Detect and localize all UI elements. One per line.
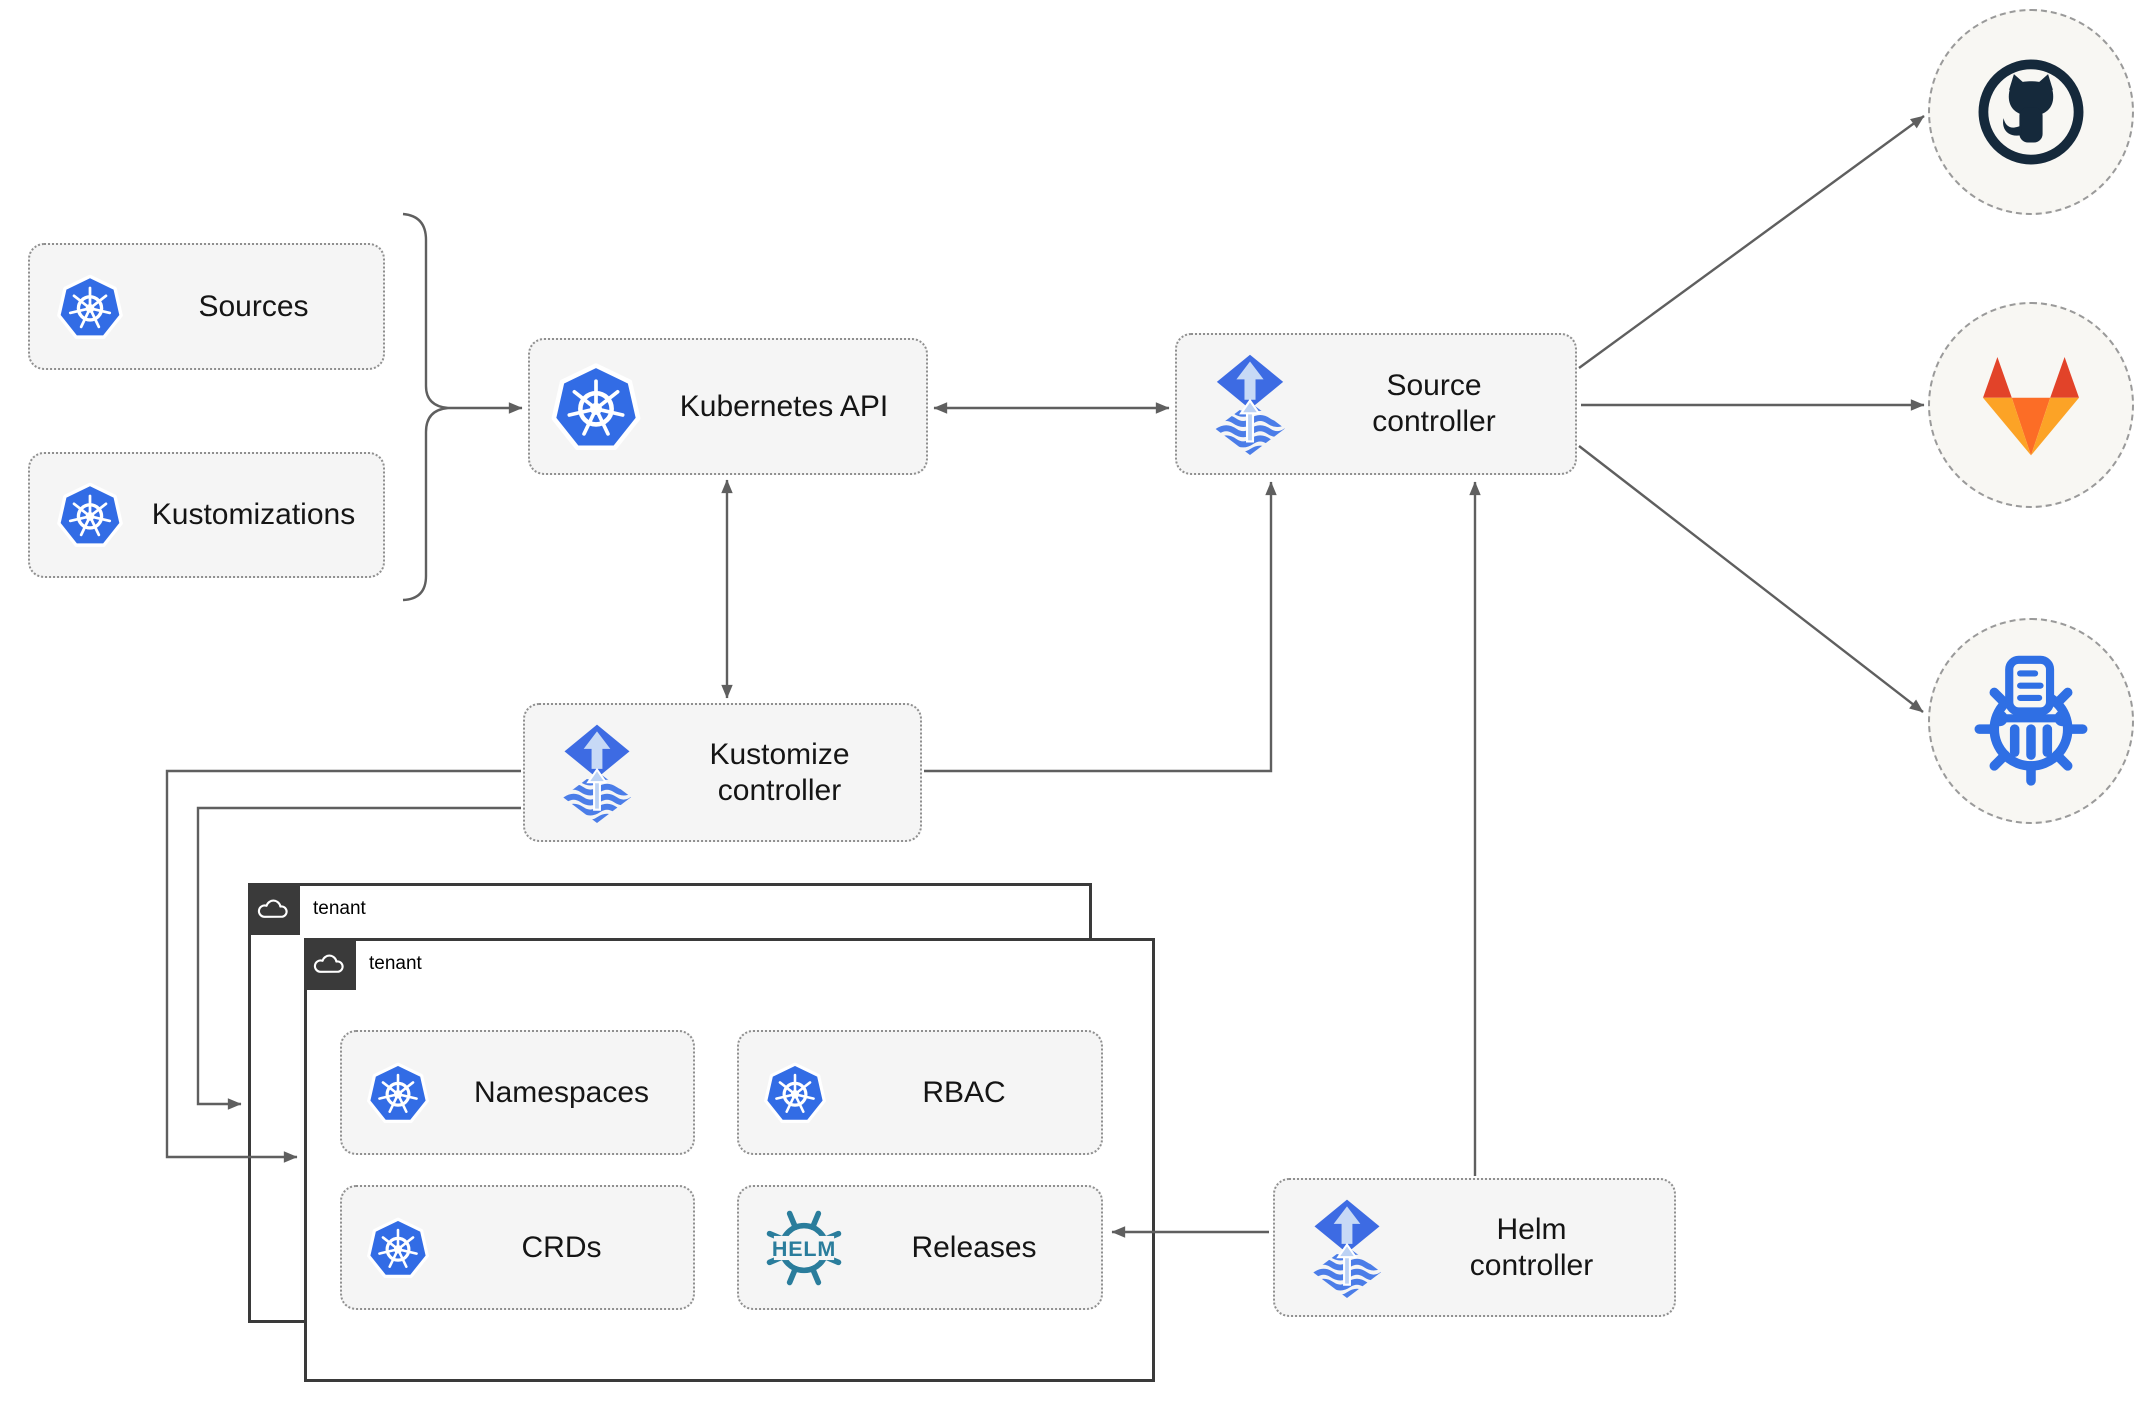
edge-source-to-chart-repository [1578,445,1924,713]
helm-logo-icon: HELM [761,1205,847,1291]
flux-logo-icon [1305,1198,1389,1298]
node-label: Helm controller [1469,1212,1594,1282]
tenant-label: tenant [369,953,422,974]
flux-logo-icon [555,723,639,823]
chart-repository-icon [1974,655,2088,786]
edge-kustomize-to-tenant-back [196,806,521,1110]
node-label: Sources [198,289,309,323]
node-label: Kubernetes API [679,389,889,423]
edge-kustomize-to-tenant-front [165,769,521,1163]
node-label: Kustomizations [151,498,356,531]
flux-logo-icon [1207,353,1293,455]
node-releases[interactable]: HELM Releases [737,1185,1103,1310]
gitlab-endpoint[interactable] [1928,302,2134,508]
node-label: Namespaces [473,1075,650,1109]
kubernetes-logo-icon [763,1061,827,1125]
cloud-icon [313,954,344,973]
tenant-label: tenant [313,898,366,919]
cloud-icon [257,899,288,918]
node-kubernetes-api[interactable]: Kubernetes API [528,338,928,475]
node-crds[interactable]: CRDs [340,1185,695,1310]
edge-source-to-github [1578,115,1925,369]
node-kustomizations[interactable]: Kustomizations [28,452,385,578]
node-helm-controller[interactable]: Helm controller [1273,1178,1676,1317]
gitlab-icon [1983,357,2079,456]
helm-wordmark: HELM [772,1237,836,1261]
kubernetes-logo-icon [366,1061,430,1125]
tenant-tag [248,883,300,935]
kubernetes-logo-icon [366,1216,430,1280]
node-namespaces[interactable]: Namespaces [340,1030,695,1155]
node-label: Kustomize controller [709,737,850,807]
chart-repository-endpoint[interactable] [1928,618,2134,824]
node-kustomize-controller[interactable]: Kustomize controller [523,703,922,842]
edge-kustomize-to-source-controller [924,481,1277,773]
node-label: Source controller [1372,369,1496,438]
node-label: Releases [911,1230,1037,1264]
node-rbac[interactable]: RBAC [737,1030,1103,1155]
github-endpoint[interactable] [1928,9,2134,215]
github-icon [1978,59,2084,165]
grouping-brace [402,212,449,602]
tenant-tag [304,938,356,990]
node-source-controller[interactable]: Source controller [1175,333,1577,475]
node-label: RBAC [922,1075,1006,1109]
node-sources[interactable]: Sources [28,243,385,370]
kubernetes-logo-icon [56,481,124,549]
kubernetes-logo-icon [550,361,642,453]
kubernetes-logo-icon [56,273,124,341]
node-label: CRDs [521,1230,602,1264]
